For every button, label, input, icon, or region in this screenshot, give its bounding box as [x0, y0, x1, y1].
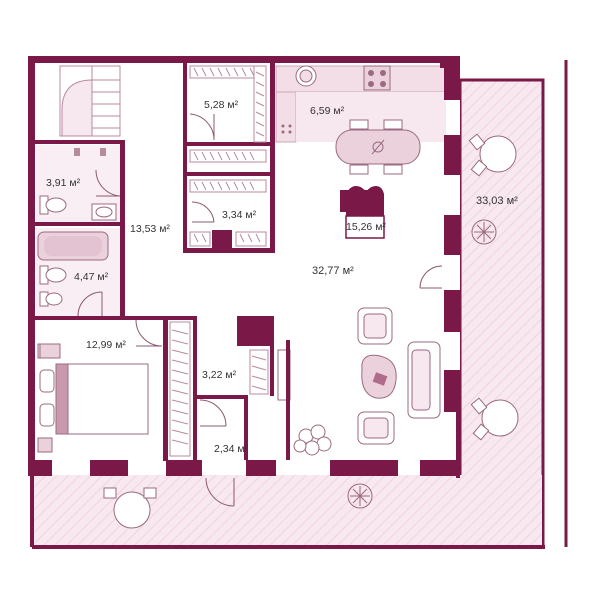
coffee-table-icon: [361, 354, 397, 399]
sink-icon: [91, 203, 117, 221]
bathtub-icon: [37, 231, 109, 261]
door-swings: [77, 113, 443, 507]
area-label-wardrobe-bottom: 3,22 м²: [202, 369, 237, 381]
bed-icon: [39, 363, 149, 435]
toilet-icon-2: [39, 265, 67, 307]
area-label-bathroom-top: 3,91 м²: [46, 177, 81, 189]
wardrobe-hangers-top: [189, 65, 267, 247]
area-label-wardrobe-mid: 3,34 м²: [222, 209, 257, 221]
tv-stand-icon: [277, 340, 291, 460]
patio-set-icon: [468, 133, 517, 177]
area-label-kitchen: 6,59 м²: [310, 105, 345, 117]
stair-pillar: [345, 186, 385, 239]
patio-set-icon-3: [103, 487, 157, 529]
plant-icon-2: [471, 219, 497, 245]
staircase: [59, 65, 121, 137]
armchair-icon: [357, 307, 393, 345]
stove-icon: [363, 65, 391, 91]
kitchen-sink-icon: [295, 65, 317, 87]
wardrobe-hangers-bottom: [169, 321, 269, 457]
plant-icon: [293, 424, 332, 456]
kitchen-counter-side: [275, 91, 297, 143]
plant-icon-3: [347, 483, 373, 509]
area-label-hall: 13,53 м²: [130, 223, 170, 235]
area-label-closet: 2,34 м²: [214, 443, 249, 455]
desk-icon: [39, 343, 61, 359]
walls: [28, 56, 460, 478]
patio-set-icon-2: [470, 397, 519, 441]
towel-rail-icon: [74, 148, 106, 156]
armchair-icon-2: [357, 411, 395, 445]
toilet-icon: [39, 195, 67, 215]
kitchen-outlets-icon: [281, 124, 292, 134]
area-label-bathroom-bottom: 4,47 м²: [74, 271, 109, 283]
area-label-living: 32,77 м²: [312, 265, 354, 277]
sofa-icon: [407, 341, 441, 419]
area-label-bedroom: 12,99 м²: [86, 339, 126, 351]
area-label-terrace-right: 33,03 м²: [476, 195, 518, 207]
terrace-bottom: [32, 475, 542, 547]
area-label-stair: 15,26 м²: [346, 221, 386, 233]
area-label-wardrobe-top: 5,28 м²: [204, 99, 239, 111]
dining-table-icon: [335, 119, 421, 175]
